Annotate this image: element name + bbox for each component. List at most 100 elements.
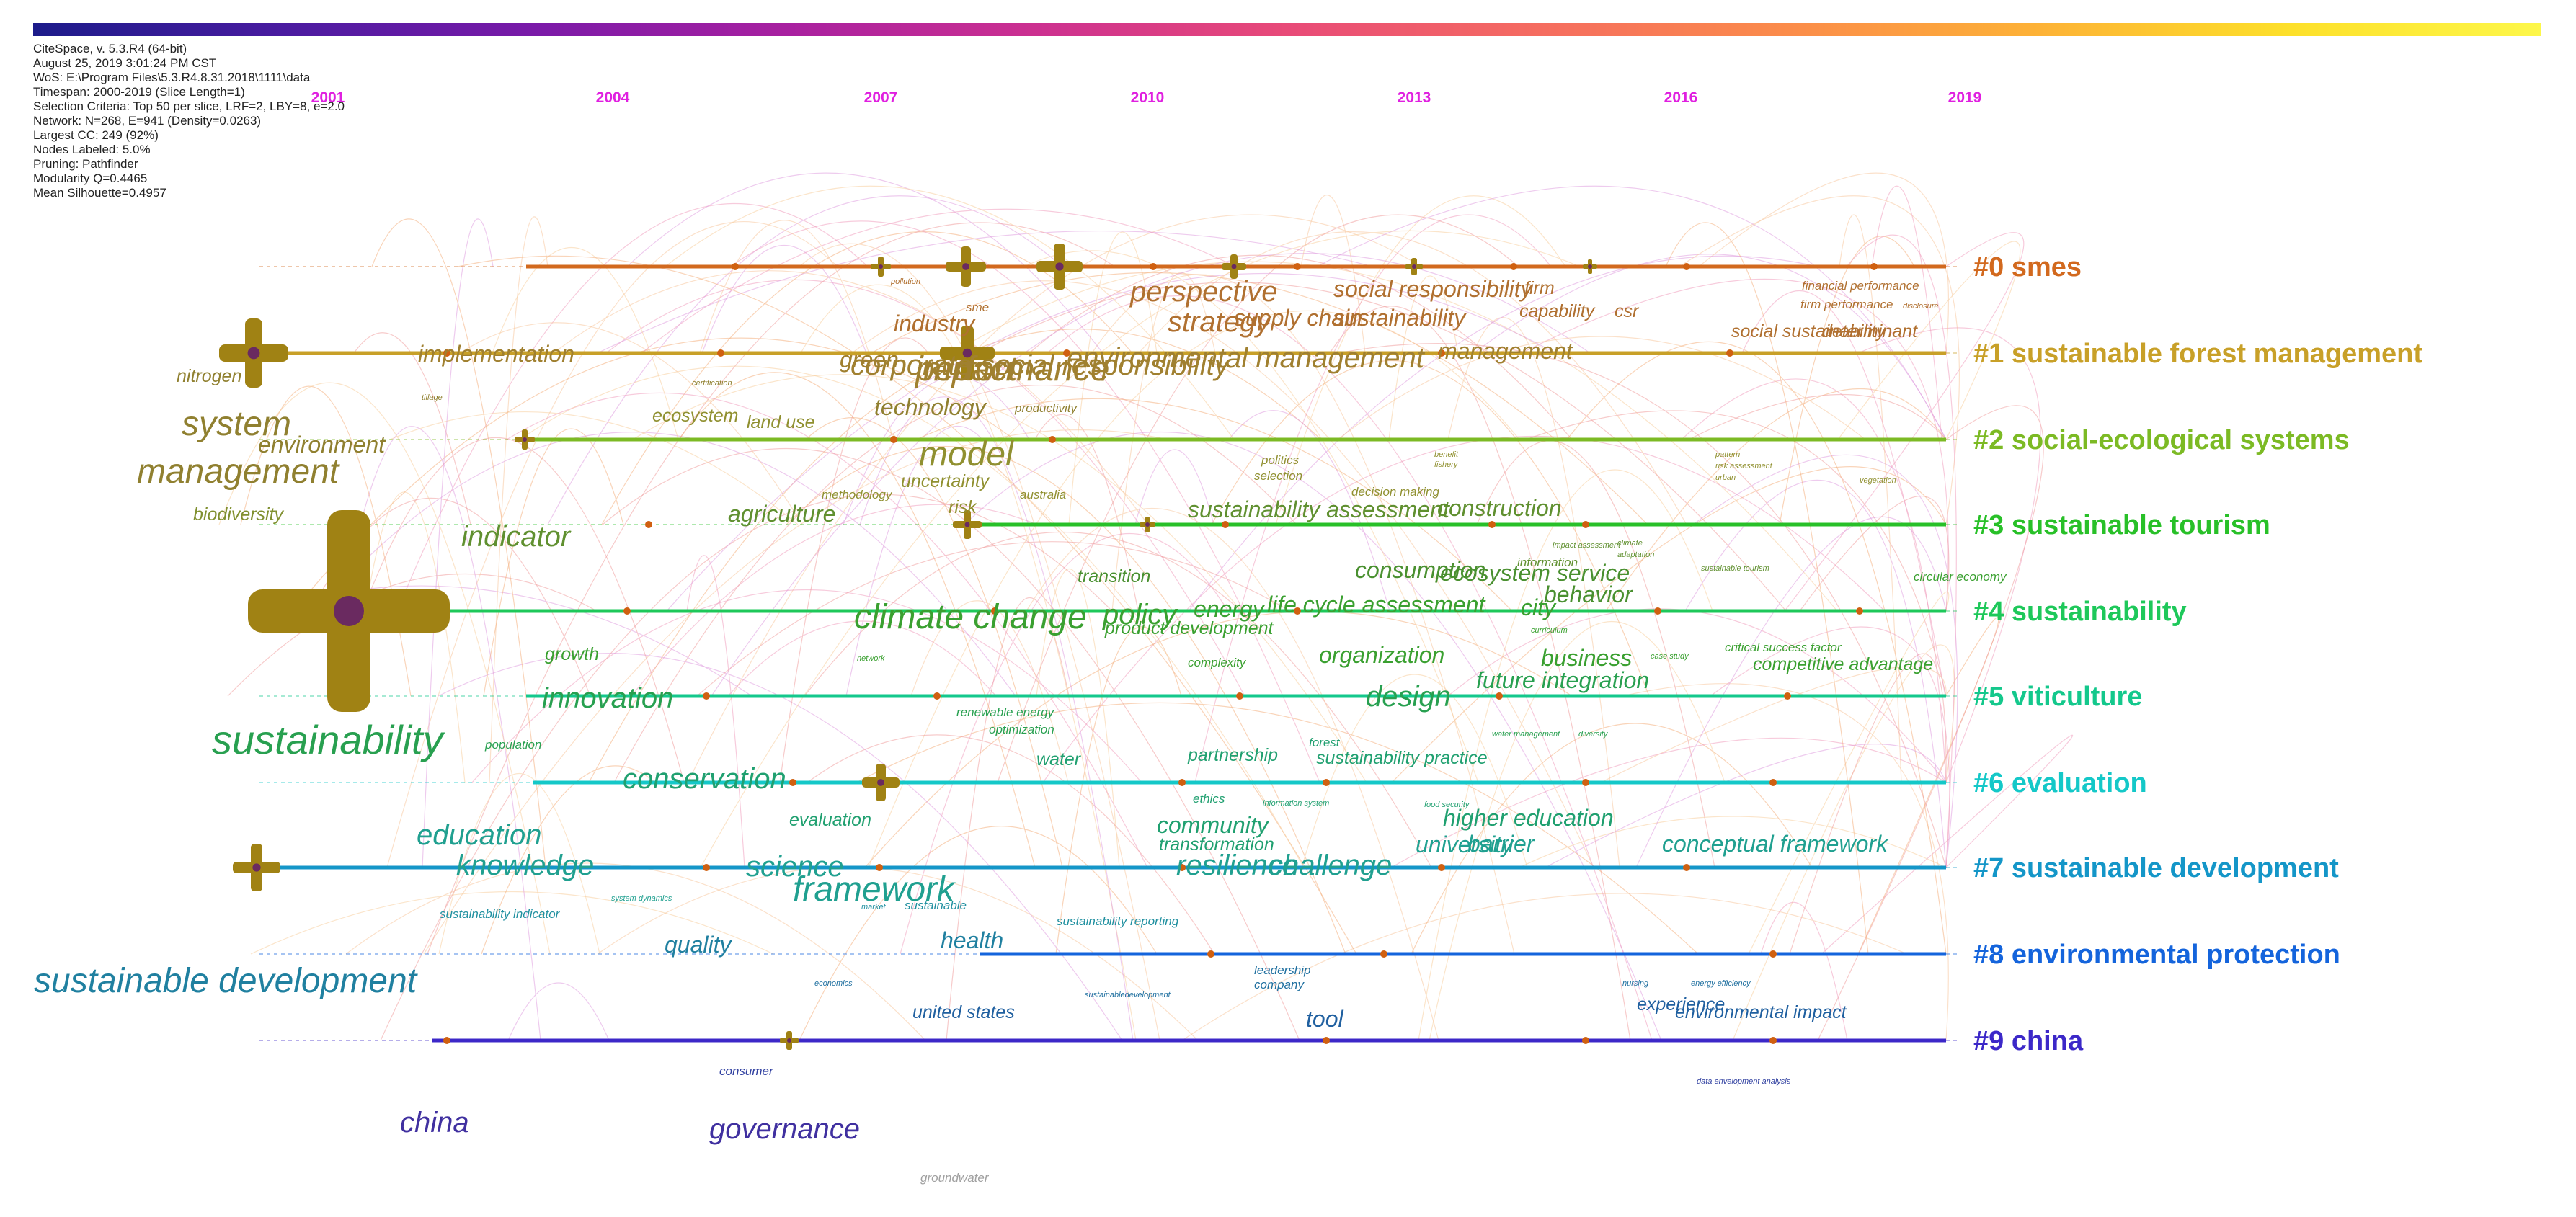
citation-arc — [1521, 278, 1949, 612]
keyword-nodes[interactable] — [219, 244, 1878, 1050]
keyword-node[interactable] — [1496, 692, 1503, 700]
keyword-node[interactable] — [946, 246, 986, 287]
keyword-node[interactable] — [890, 436, 897, 443]
keyword-label: risk assessment — [1715, 462, 1773, 471]
keyword-node[interactable] — [1726, 349, 1733, 357]
keyword-node[interactable] — [233, 844, 280, 891]
citation-arc — [952, 261, 1838, 612]
keyword-node[interactable] — [1510, 263, 1517, 270]
keyword-node[interactable] — [1856, 607, 1863, 615]
cluster-label: #3 sustainable tourism — [1973, 510, 2270, 540]
keyword-node[interactable] — [645, 521, 652, 528]
keyword-node[interactable] — [1769, 779, 1777, 786]
keyword-node[interactable] — [933, 692, 941, 700]
keyword-node[interactable] — [1222, 254, 1246, 279]
keyword-node[interactable] — [1405, 258, 1423, 275]
keyword-node[interactable] — [862, 764, 900, 801]
keyword-label: methodology — [822, 488, 893, 501]
keyword-node[interactable] — [1784, 692, 1791, 700]
keyword-node[interactable] — [1488, 521, 1496, 528]
citation-arc — [807, 734, 1215, 955]
keyword-node[interactable] — [1438, 349, 1445, 357]
keyword-node[interactable] — [1178, 779, 1186, 786]
keyword-node[interactable] — [1294, 263, 1301, 270]
keyword-node[interactable] — [1683, 864, 1690, 871]
citation-arcs — [218, 172, 2074, 1041]
keyword-label: product development — [1104, 618, 1274, 638]
keyword-node[interactable] — [717, 349, 724, 357]
keyword-node[interactable] — [1207, 950, 1214, 958]
keyword-node[interactable] — [1063, 349, 1070, 357]
citation-arc — [804, 531, 1432, 868]
citation-arc — [316, 432, 1016, 697]
citation-arc — [1605, 388, 1947, 612]
keyword-node[interactable] — [991, 607, 998, 615]
keyword-label: water — [1036, 749, 1082, 770]
keyword-label: sustainability assessment — [1188, 496, 1450, 522]
keyword-label: tool — [1306, 1006, 1343, 1032]
info-panel: CiteSpace, v. 5.3.R4 (64-bit) August 25,… — [33, 42, 345, 200]
keyword-node[interactable] — [780, 1031, 799, 1050]
keyword-node[interactable] — [940, 326, 995, 380]
keyword-label: framework — [793, 870, 956, 909]
keyword-node[interactable] — [1769, 950, 1777, 958]
keyword-node[interactable] — [1222, 521, 1229, 528]
info-line: CiteSpace, v. 5.3.R4 (64-bit) — [33, 42, 187, 55]
keyword-label: performance — [914, 350, 1109, 388]
keyword-node[interactable] — [789, 779, 796, 786]
keyword-node[interactable] — [732, 263, 739, 270]
keyword-node[interactable] — [953, 510, 982, 539]
info-line: Selection Criteria: Top 50 per slice, LR… — [33, 99, 345, 113]
keyword-node[interactable] — [515, 429, 535, 450]
citation-arc — [250, 891, 774, 955]
keyword-node[interactable] — [876, 864, 883, 871]
keyword-node[interactable] — [1769, 1037, 1777, 1044]
keyword-label: groundwater — [920, 1171, 990, 1185]
keyword-node[interactable] — [219, 318, 288, 388]
keyword-node[interactable] — [1582, 779, 1589, 786]
keyword-node[interactable] — [871, 257, 891, 277]
citation-arc — [1429, 620, 1726, 1041]
keyword-label: environmental management — [1067, 342, 1426, 374]
keyword-node[interactable] — [1036, 244, 1083, 290]
keyword-node[interactable] — [1049, 436, 1056, 443]
info-line: Timespan: 2000-2019 (Slice Length=1) — [33, 85, 245, 99]
keyword-node[interactable] — [1870, 263, 1878, 270]
keyword-node[interactable] — [248, 510, 450, 712]
keyword-label: uncertainty — [901, 471, 990, 491]
keyword-label: united states — [912, 1002, 1015, 1022]
keyword-node[interactable] — [1140, 517, 1155, 532]
keyword-node[interactable] — [1438, 864, 1445, 871]
keyword-node[interactable] — [1582, 521, 1589, 528]
keyword-node[interactable] — [1236, 692, 1243, 700]
keyword-label: water management — [1492, 730, 1560, 739]
keyword-label: policy — [1102, 599, 1178, 630]
citation-arc — [1665, 222, 1869, 955]
info-line: Mean Silhouette=0.4957 — [33, 186, 166, 200]
keyword-label: higher education — [1443, 805, 1614, 831]
keyword-node[interactable] — [703, 864, 710, 871]
keyword-node[interactable] — [1654, 607, 1661, 615]
keyword-node[interactable] — [1178, 864, 1186, 871]
keyword-node[interactable] — [1380, 950, 1387, 958]
keyword-label: future integration — [1476, 667, 1649, 693]
keyword-node[interactable] — [443, 1037, 450, 1044]
keyword-label: management — [137, 453, 340, 491]
keyword-node[interactable] — [1150, 263, 1157, 270]
keyword-node[interactable] — [1294, 607, 1301, 615]
keyword-node[interactable] — [1582, 1037, 1589, 1044]
citation-arc — [1817, 405, 2044, 1041]
citation-arc — [1026, 508, 1439, 1041]
citation-arc — [686, 555, 745, 868]
keyword-node[interactable] — [1683, 263, 1690, 270]
keyword-label: life cycle assessment — [1267, 592, 1485, 618]
keyword-node[interactable] — [623, 607, 631, 615]
citation-arc — [997, 214, 1519, 783]
keyword-node[interactable] — [1583, 259, 1597, 274]
cluster-label: #8 environmental protection — [1973, 940, 2340, 970]
keyword-node[interactable] — [1323, 779, 1330, 786]
keyword-node[interactable] — [443, 349, 450, 357]
keyword-node[interactable] — [1323, 1037, 1330, 1044]
keyword-node[interactable] — [703, 692, 710, 700]
